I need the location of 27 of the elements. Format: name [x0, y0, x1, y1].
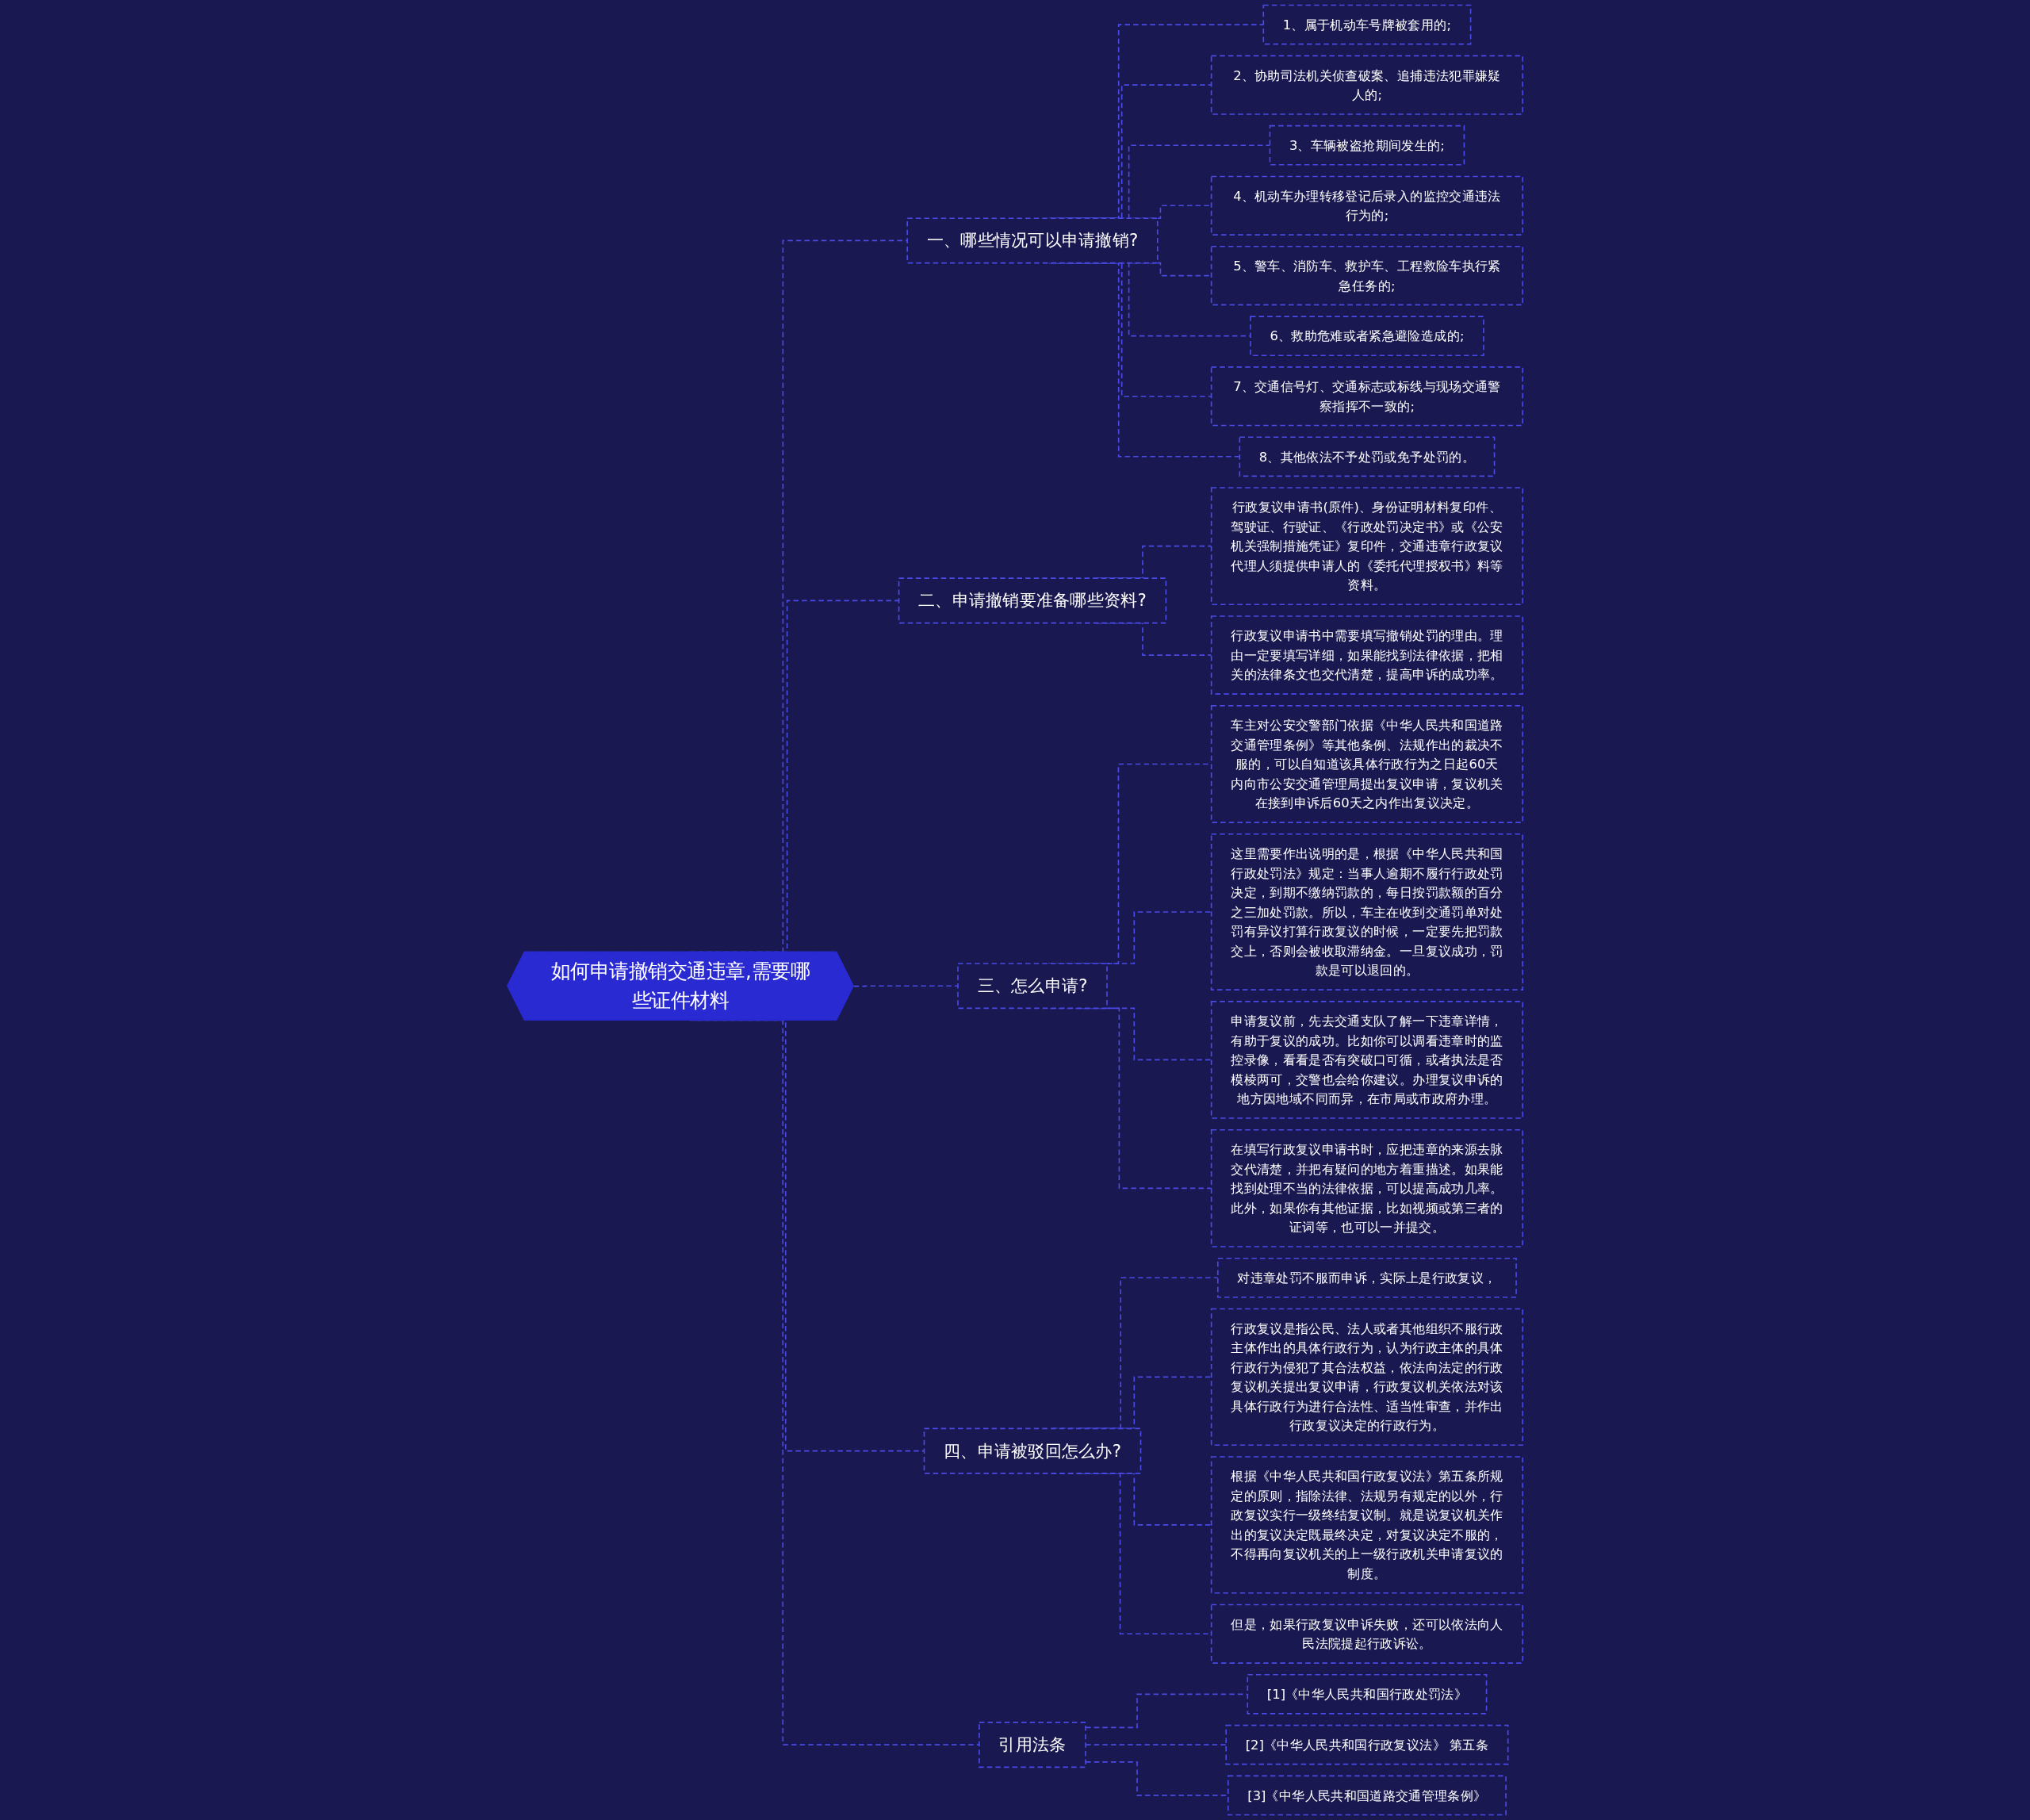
- node-box: [1210, 1001, 1524, 1119]
- node-box: [1217, 1257, 1517, 1298]
- node-box: [1247, 1673, 1488, 1715]
- node-box: [1210, 55, 1524, 115]
- node-box: [1225, 1724, 1509, 1765]
- node-box: [1250, 316, 1484, 356]
- connector: [852, 985, 959, 987]
- node-box: [906, 217, 1159, 264]
- node-box: [1210, 1604, 1524, 1664]
- node-box: [1210, 487, 1524, 606]
- node-box: [957, 963, 1108, 1010]
- node-box: [1210, 175, 1524, 236]
- node-box: [898, 577, 1167, 624]
- node-box: [1210, 246, 1524, 306]
- node-box: [1210, 615, 1524, 695]
- node-box: [1210, 1456, 1524, 1594]
- node-box: [1210, 1128, 1524, 1247]
- node-box: [1210, 833, 1524, 990]
- node-box: [1210, 366, 1524, 427]
- node-box: [979, 1722, 1086, 1768]
- node-box: [1269, 125, 1465, 166]
- node-box: [923, 1427, 1142, 1474]
- node-box: [1210, 705, 1524, 823]
- node-box: [1239, 436, 1496, 477]
- node-box: [1227, 1775, 1507, 1816]
- node-box: [1262, 4, 1472, 45]
- node-box: [1210, 1308, 1524, 1446]
